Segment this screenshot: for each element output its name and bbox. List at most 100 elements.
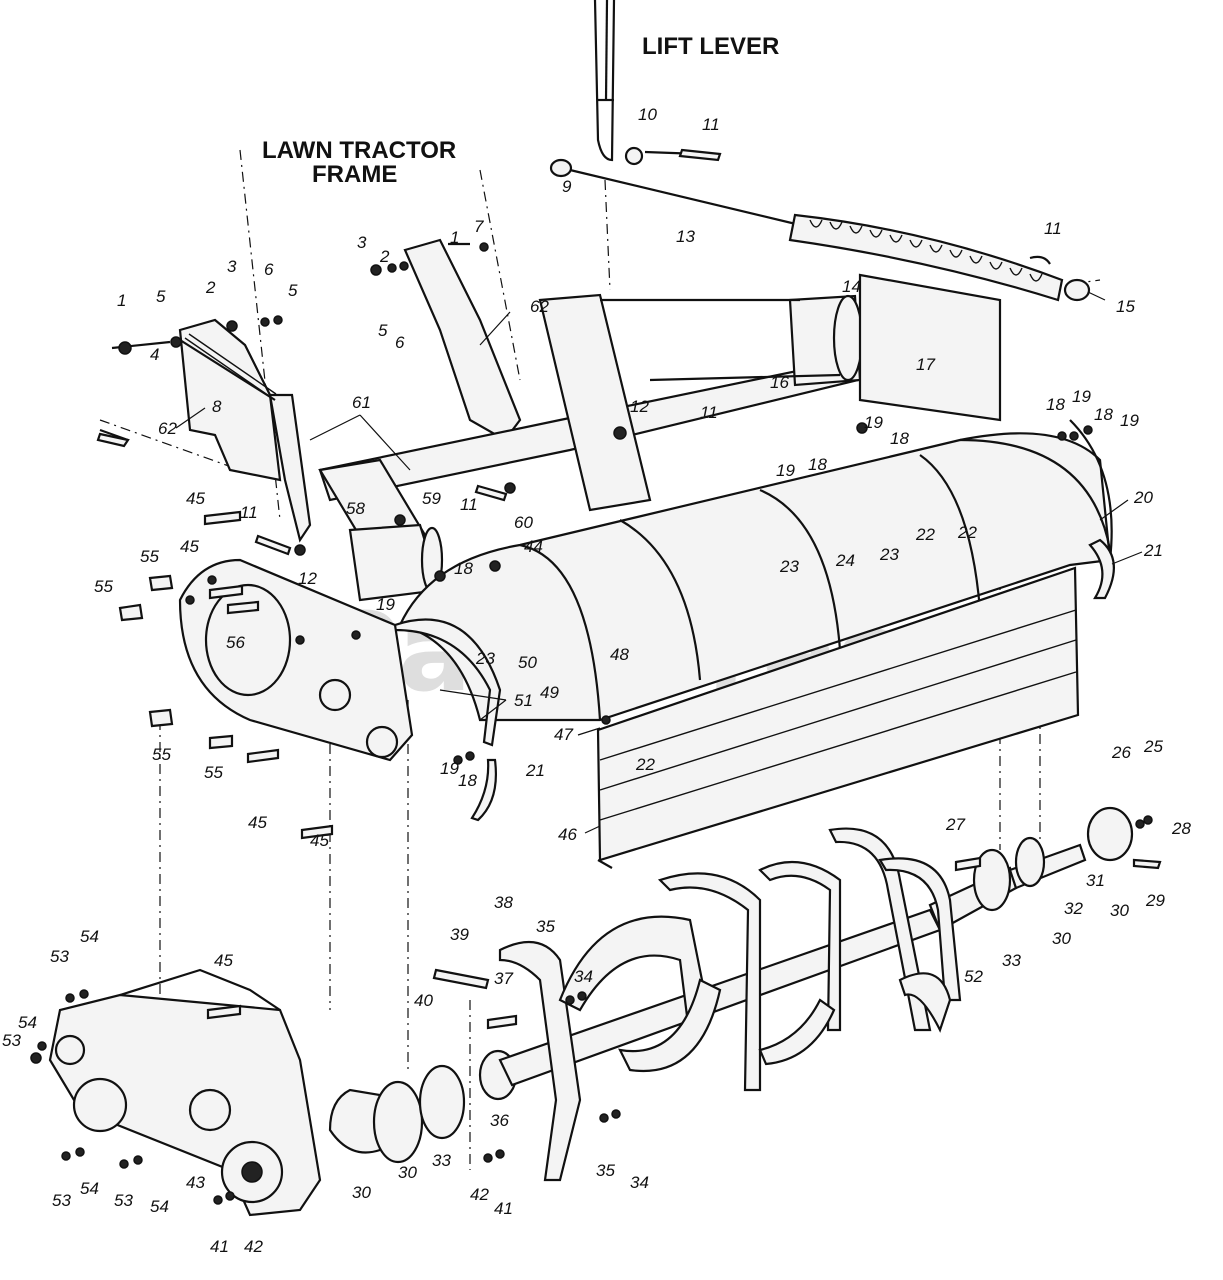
callout-33: 33	[432, 1151, 451, 1170]
callout-5: 5	[288, 281, 298, 300]
callout-59: 59	[422, 489, 441, 508]
callout-7: 7	[474, 217, 484, 236]
callout-22: 22	[915, 525, 935, 544]
callout-20: 20	[1133, 488, 1153, 507]
callout-23: 23	[879, 545, 899, 564]
callout-40: 40	[414, 991, 433, 1010]
callout-2: 2	[379, 247, 390, 266]
leader-lines	[175, 291, 1143, 834]
callout-34: 34	[574, 967, 593, 986]
callout-37: 37	[494, 969, 513, 988]
callout-30: 30	[1110, 901, 1129, 920]
callout-62: 62	[530, 297, 549, 316]
lift-lever-assembly	[549, 0, 1091, 302]
callout-6: 6	[264, 260, 274, 279]
callout-53: 53	[50, 947, 69, 966]
callout-18: 18	[808, 455, 827, 474]
callout-14: 14	[842, 277, 861, 296]
callout-9: 9	[562, 177, 572, 196]
callout-13: 13	[676, 227, 695, 246]
callout-55: 55	[140, 547, 159, 566]
callout-34: 34	[630, 1173, 649, 1192]
callout-30: 30	[398, 1163, 417, 1182]
callout-50: 50	[518, 653, 537, 672]
callout-58: 58	[346, 499, 365, 518]
callout-44: 44	[524, 537, 543, 556]
callout-17: 17	[916, 355, 935, 374]
callout-4: 4	[150, 345, 159, 364]
callout-29: 29	[1145, 891, 1165, 910]
callout-45: 45	[214, 951, 233, 970]
callout-18: 18	[890, 429, 909, 448]
callout-22: 22	[635, 755, 655, 774]
callout-25: 25	[1143, 737, 1163, 756]
callout-35: 35	[596, 1161, 615, 1180]
callout-46: 46	[558, 825, 577, 844]
chain-case	[48, 968, 322, 1217]
callout-45: 45	[180, 537, 199, 556]
callout-12: 12	[630, 397, 649, 416]
callout-5: 5	[156, 287, 166, 306]
callout-54: 54	[150, 1197, 169, 1216]
callout-42: 42	[470, 1185, 489, 1204]
callout-53: 53	[52, 1191, 71, 1210]
left-bearing-stack	[328, 1049, 518, 1164]
callout-18: 18	[1094, 405, 1113, 424]
callout-61: 61	[352, 393, 371, 412]
callout-31: 31	[1086, 871, 1105, 890]
callout-21: 21	[525, 761, 545, 780]
callout-56: 56	[226, 633, 245, 652]
callout-51: 51	[514, 691, 533, 710]
lift-lever-title: LIFT LEVER	[642, 33, 779, 60]
callout-30: 30	[352, 1183, 371, 1202]
callout-26: 26	[1111, 743, 1131, 762]
callout-35: 35	[536, 917, 555, 936]
callout-2: 2	[205, 278, 216, 297]
tines	[498, 827, 962, 1182]
callout-60: 60	[514, 513, 533, 532]
callout-45: 45	[186, 489, 205, 508]
callout-43: 43	[186, 1173, 205, 1192]
callout-19: 19	[1120, 411, 1139, 430]
callout-62: 62	[158, 419, 177, 438]
callout-53: 53	[114, 1191, 133, 1210]
callout-6: 6	[395, 333, 405, 352]
callout-47: 47	[554, 725, 573, 744]
callout-11: 11	[1044, 219, 1062, 238]
callout-10: 10	[638, 105, 657, 124]
callout-16: 16	[770, 373, 789, 392]
callout-27: 27	[945, 815, 965, 834]
callout-19: 19	[1072, 387, 1091, 406]
callout-54: 54	[18, 1013, 37, 1032]
callout-38: 38	[494, 893, 513, 912]
callout-52: 52	[964, 967, 983, 986]
lawn-tractor-frame-title-line1: LAWN TRACTOR	[262, 137, 456, 164]
mounting-bracket-left	[99, 315, 312, 543]
callout-32: 32	[1064, 899, 1083, 918]
callout-53: 53	[2, 1031, 21, 1050]
callout-24: 24	[835, 551, 855, 570]
callout-11: 11	[460, 495, 478, 514]
callout-18: 18	[458, 771, 477, 790]
callout-19: 19	[776, 461, 795, 480]
callout-18: 18	[1046, 395, 1065, 414]
callout-5: 5	[378, 321, 388, 340]
callout-11: 11	[240, 503, 258, 522]
callout-11: 11	[702, 115, 720, 134]
callout-54: 54	[80, 1179, 99, 1198]
callout-19: 19	[440, 759, 459, 778]
callout-8: 8	[212, 397, 222, 416]
callout-48: 48	[610, 645, 629, 664]
callout-45: 45	[248, 813, 267, 832]
callout-41: 41	[494, 1199, 513, 1218]
callout-36: 36	[490, 1111, 509, 1130]
callout-54: 54	[80, 927, 99, 946]
callout-55: 55	[204, 763, 223, 782]
callout-23: 23	[475, 649, 495, 668]
tine-shield-hood	[393, 419, 1115, 822]
callout-28: 28	[1171, 819, 1191, 838]
callout-1: 1	[450, 228, 459, 247]
rear-deflector-plate	[596, 566, 1080, 869]
hitch-tube-assembly	[294, 273, 1002, 602]
